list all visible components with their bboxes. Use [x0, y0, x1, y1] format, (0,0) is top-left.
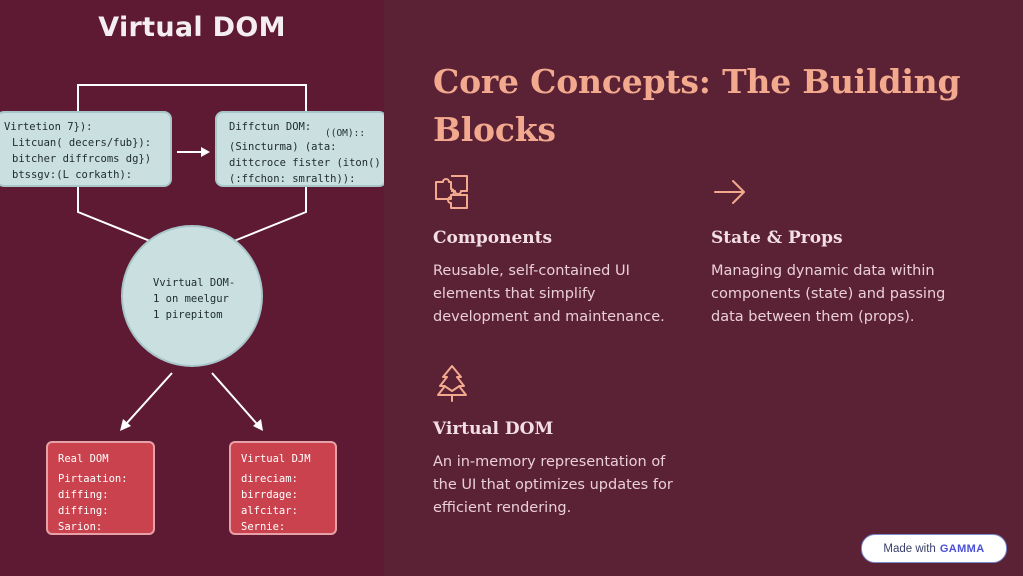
code-line: Real DOM	[58, 453, 109, 465]
card-title: Components	[433, 228, 553, 248]
top-bracket-connector	[77, 84, 307, 111]
code-line: 1 on meelgur	[153, 293, 229, 305]
arrowhead-right-down-icon	[253, 419, 263, 431]
code-line: bitcher diffrcoms dg})	[12, 153, 152, 165]
code-line: diffing:	[58, 489, 109, 501]
code-line: ((OM)::	[325, 128, 366, 139]
right-merge-connector	[233, 187, 307, 242]
code-line: dittcroce fister (iton()	[229, 157, 381, 169]
code-line: Pirtaation:	[58, 473, 128, 485]
card-description: Managing dynamic data within components …	[711, 263, 946, 325]
diagram-virtual-dom-node: Vvirtual DOM- 1 on meelgur 1 pirepitom	[121, 225, 263, 367]
diagram-panel: Virtual DOM Virtetion 7}): Litcuan( dece…	[0, 0, 384, 576]
diagram-box-top-right: Diffctun DOM: ((OM):: (Sincturma) (ata: …	[215, 111, 384, 187]
puzzle-icon	[435, 175, 468, 209]
code-line: Sernie:	[241, 521, 286, 533]
code-line: Virtual DJM	[241, 453, 311, 465]
code-line: btssgv:(L corkath):	[12, 169, 133, 181]
code-line: birrdage:	[241, 489, 298, 501]
arrow-right-icon	[714, 180, 745, 204]
arrowhead-right-icon	[201, 147, 210, 157]
code-line: 1 pirepitom	[153, 309, 223, 321]
code-line: diffing:	[58, 505, 109, 517]
badge-prefix: Made with	[883, 542, 936, 555]
diagram-box-top-left: Virtetion 7}): Litcuan( decers/fub}): bi…	[0, 111, 172, 187]
code-line: Litcuan( decers/fub}):	[12, 137, 152, 149]
diagram-title: Virtual DOM	[98, 12, 286, 43]
card-description: An in-memory representation of the UI th…	[433, 454, 673, 516]
made-with-gamma-badge[interactable]: Made with GAMMA	[861, 534, 1007, 563]
right-split-connector	[211, 372, 258, 425]
code-line: Vvirtual DOM-	[153, 277, 236, 289]
badge-brand: GAMMA	[939, 542, 985, 555]
code-line: Sarion:	[58, 521, 103, 533]
diagram-box-bottom-right: Virtual DJM direciam: birrdage: alfcitar…	[229, 441, 337, 535]
code-line: direciam:	[241, 473, 298, 485]
left-merge-connector	[77, 187, 151, 242]
tree-icon	[437, 365, 467, 402]
page-title: Core Concepts: The Building Blocks	[433, 62, 961, 149]
code-line: (:ffchon: smralth)):	[229, 173, 356, 185]
diagram-connectors	[77, 84, 307, 431]
diagram-box-bottom-left: Real DOM Pirtaation: diffing: diffing: S…	[46, 441, 155, 535]
arrowhead-left-down-icon	[120, 419, 131, 431]
code-line: (Sincturma) (ata:	[229, 141, 337, 153]
card-description: Reusable, self-contained UI elements tha…	[433, 263, 665, 325]
left-split-connector	[125, 372, 173, 425]
code-line: Diffctun DOM:	[229, 121, 312, 133]
card-title: State & Props	[711, 228, 843, 248]
card-title: Virtual DOM	[433, 419, 554, 439]
code-line: Virtetion 7}):	[4, 121, 93, 133]
code-line: alfcitar:	[241, 505, 298, 517]
